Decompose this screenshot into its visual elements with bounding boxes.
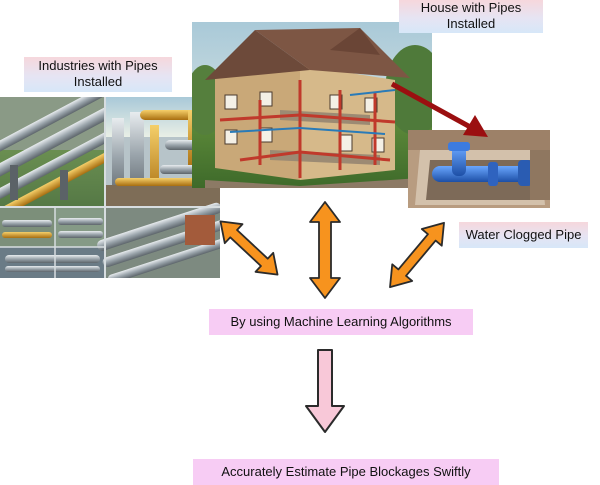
- left-double-arrow: [219, 220, 279, 276]
- down-arrow: [305, 349, 345, 433]
- result-label: Accurately Estimate Pipe Blockages Swift…: [193, 459, 499, 485]
- water-clogged-pipe-image: [408, 130, 550, 208]
- industries-image: [0, 97, 220, 278]
- house-image: [192, 22, 432, 188]
- right-double-arrow: [389, 221, 445, 289]
- water-clogged-label: Water Clogged Pipe: [459, 222, 588, 248]
- red-pointer-arrow: [390, 81, 488, 137]
- center-double-arrow: [309, 201, 341, 299]
- industries-label: Industries with Pipes Installed: [24, 57, 172, 92]
- house-label: House with Pipes Installed: [399, 0, 543, 33]
- ml-label: By using Machine Learning Algorithms: [209, 309, 473, 335]
